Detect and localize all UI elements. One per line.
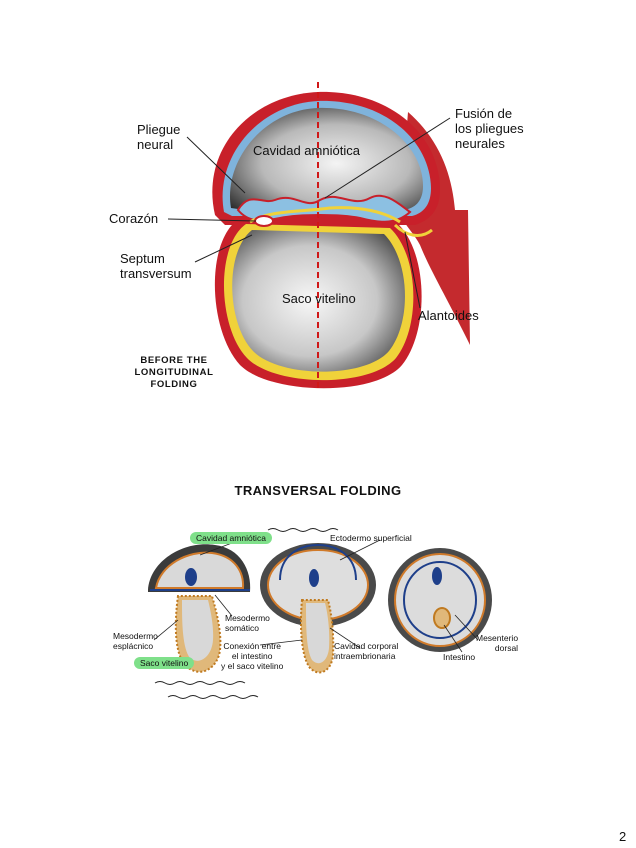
label-pliegue-neural: Pliegue neural [137, 122, 181, 152]
yolk-sac-cavity [232, 230, 405, 372]
label2-mesenterio-dorsal: Mesenterio dorsal [476, 633, 519, 653]
label-corazon: Corazón [109, 211, 159, 226]
handwritten-note-top [267, 528, 339, 532]
handwritten-note-bottom-1 [154, 681, 246, 685]
diagram-caption: BEFORE THE LONGITUDINAL FOLDING [134, 355, 214, 390]
heart-primordium [254, 215, 274, 227]
label2-saco-vitelino: Saco vitelino [134, 657, 195, 669]
label-fusion-pliegues: Fusión de los pliegues neurales [455, 106, 524, 151]
label2-cavidad-corporal: Cavidad corporal intraembrionaria [334, 641, 399, 661]
label2-mesodermo-esplacnico: Mesodermo esplácnico [113, 631, 158, 651]
amniotic-cavity [229, 107, 423, 209]
label2-ectodermo-superficial: Ectodermo superficial [330, 533, 412, 543]
label-saco-vitelino: Saco vitelino [282, 291, 356, 306]
label2-cavidad-amniotica: Cavidad amniótica [190, 532, 272, 544]
embryo-stage-1 [148, 544, 251, 673]
label2-intestino: Intestino [443, 652, 476, 662]
label-septum-transversum: Septum transversum [120, 251, 192, 281]
label-cavidad-amniotica: Cavidad amniótica [253, 143, 360, 158]
label2-mesodermo-somatico: Mesodermo somático [225, 613, 270, 633]
section-title: TRANSVERSAL FOLDING [234, 483, 402, 498]
label-alantoides: Alantoides [418, 308, 479, 323]
embryo-stage-2 [260, 543, 376, 674]
handwritten-note-bottom-2 [167, 695, 259, 699]
page-number: 2 [619, 829, 627, 844]
allantois [393, 223, 433, 237]
label2-conexion: Conexión entre el intestino y el saco vi… [221, 641, 284, 671]
